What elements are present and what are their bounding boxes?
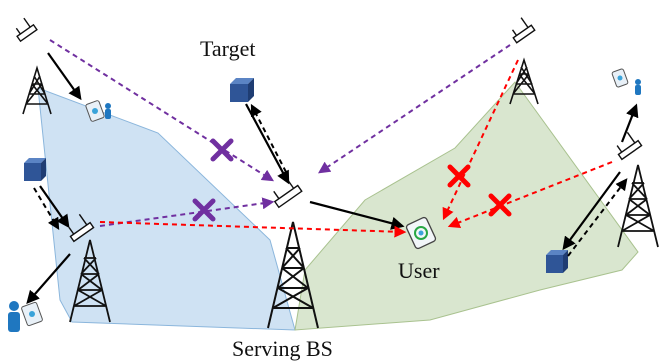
- cross-mark-icon: [192, 198, 216, 222]
- data-link: [309, 200, 405, 230]
- cross-mark-icon: [488, 193, 512, 217]
- echo-link: [567, 178, 628, 257]
- data-link: [620, 103, 639, 143]
- data-link: [47, 52, 82, 101]
- data-link: [245, 103, 290, 185]
- right-coverage-region: [294, 81, 639, 331]
- data-link: [26, 253, 71, 304]
- sensing-interference-link: [318, 44, 511, 174]
- tower-serving-bs: [267, 221, 319, 329]
- user-label: User: [398, 258, 440, 283]
- echo-link: [33, 187, 60, 231]
- user-device-icon: [8, 301, 43, 332]
- target-label: Target: [200, 36, 255, 61]
- tower-left: [69, 239, 111, 323]
- tower-top-left: [22, 65, 52, 115]
- antenna-array-icon: [15, 17, 38, 43]
- user-device-icon: [405, 216, 437, 250]
- echo-link: [250, 103, 287, 173]
- user-device-icon: [611, 68, 641, 95]
- tower-top-right: [509, 57, 539, 105]
- antenna-array-icon: [68, 213, 95, 243]
- data-link: [562, 171, 621, 251]
- user-device-icon: [85, 100, 111, 122]
- antenna-array-icon: [616, 131, 643, 161]
- cross-mark-icon: [447, 164, 471, 188]
- antenna-array-icon: [511, 17, 536, 44]
- interference-link: [442, 59, 519, 221]
- data-link: [39, 185, 70, 229]
- interference-link: [99, 221, 407, 238]
- serving-bs-label: Serving BS: [232, 336, 333, 361]
- target-cube-right: [546, 250, 568, 273]
- target-cube-top: [230, 78, 254, 102]
- cross-mark-icon: [210, 138, 234, 162]
- target-cube-left: [24, 158, 46, 181]
- tower-right: [617, 164, 659, 248]
- interference-link: [447, 161, 613, 229]
- antenna-array-icon: [273, 175, 303, 209]
- sensing-interference-link: [49, 39, 275, 182]
